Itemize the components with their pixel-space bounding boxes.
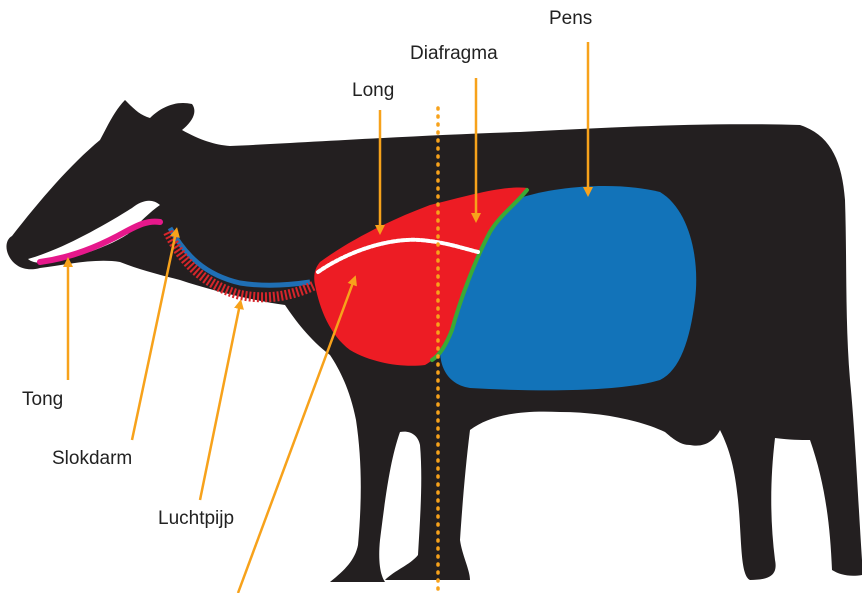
arrow-unlabeled [238,280,354,593]
label-slokdarm: Slokdarm [52,449,132,468]
label-tong: Tong [22,390,63,409]
arrow-luchtpijp [200,304,240,500]
label-pens: Pens [549,9,592,28]
label-long: Long [352,81,394,100]
label-luchtpijp: Luchtpijp [158,509,234,528]
label-diafragma: Diafragma [410,44,498,63]
